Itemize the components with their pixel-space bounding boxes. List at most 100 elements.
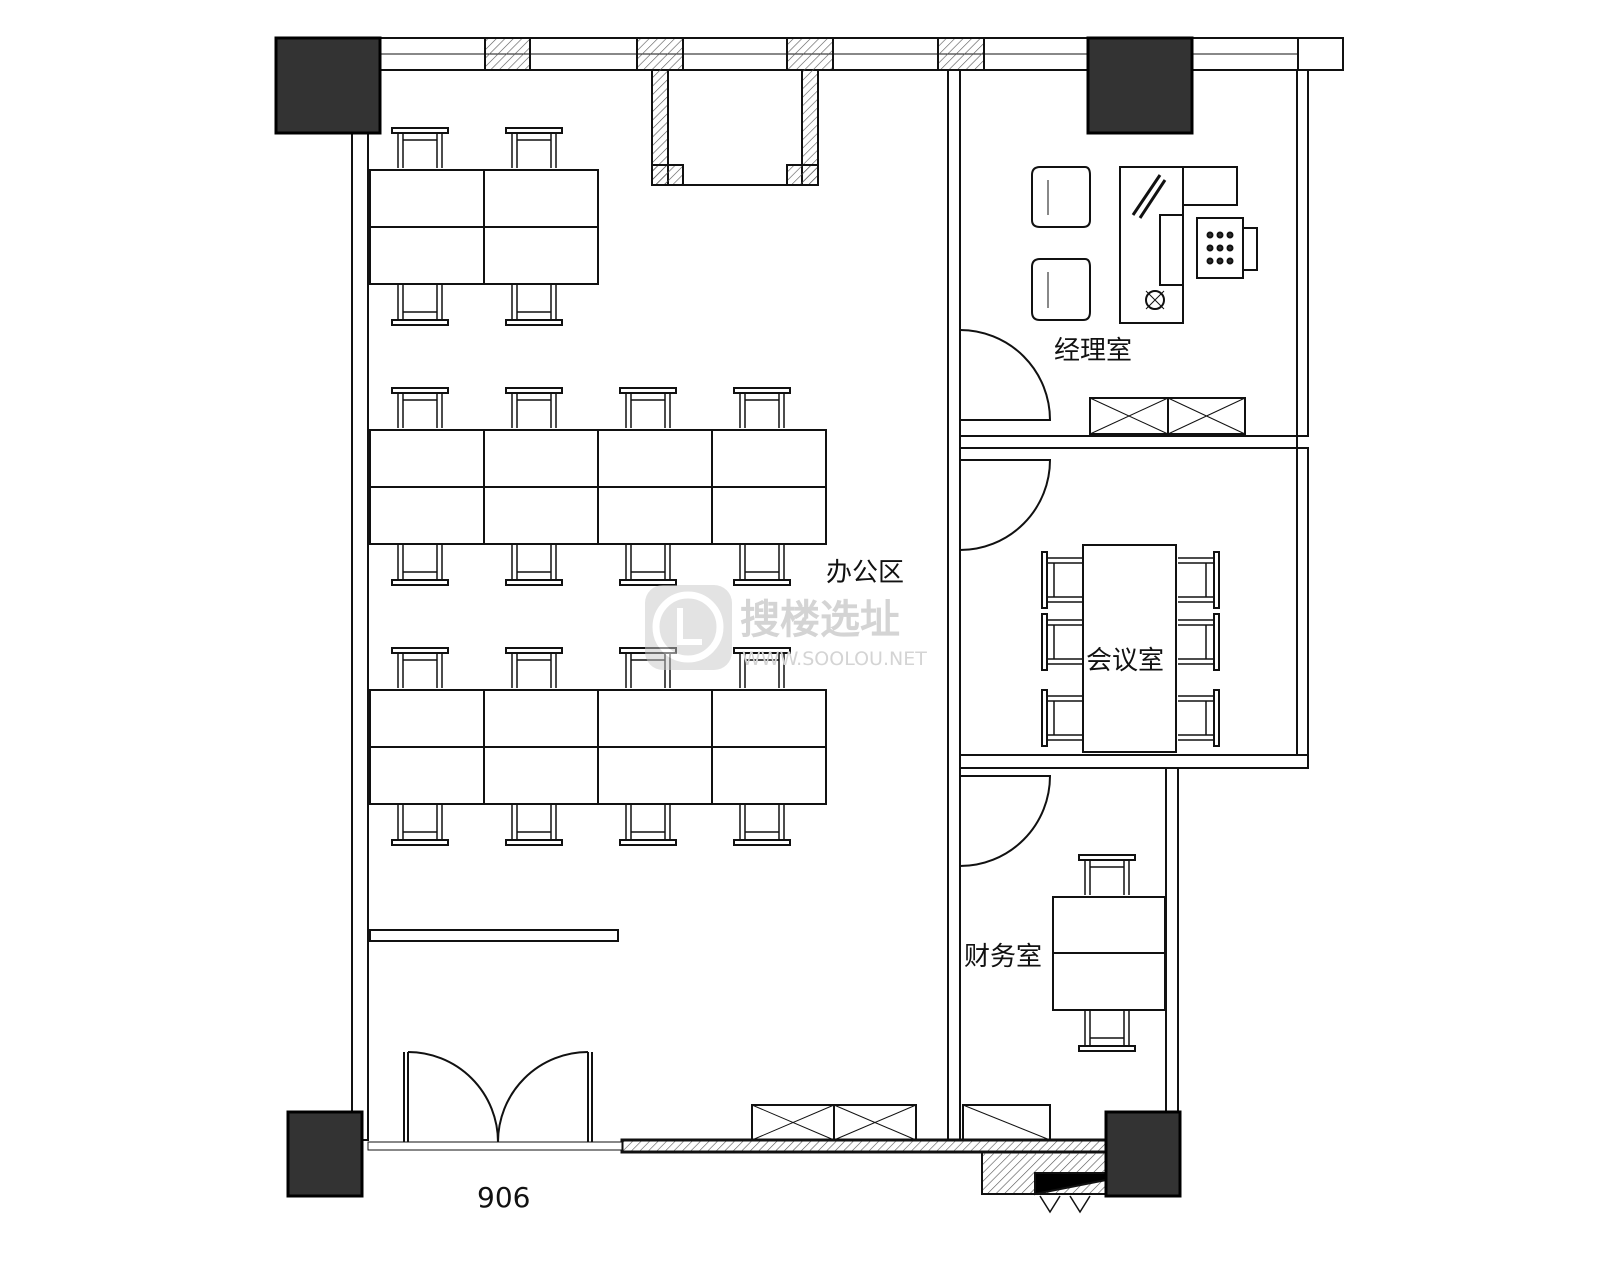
- chair: [619, 839, 677, 846]
- chair-frame: [397, 284, 443, 320]
- chair-frame: [739, 653, 785, 688]
- chair: [733, 579, 791, 586]
- desk: [369, 429, 485, 488]
- chair: [733, 387, 791, 394]
- cabinet: [751, 397, 1246, 1141]
- desk: [711, 486, 827, 545]
- door-meeting: [959, 459, 1052, 551]
- chair: [1213, 613, 1220, 671]
- desk: [369, 486, 485, 545]
- chair: [391, 387, 449, 394]
- chair-frame: [1084, 860, 1130, 895]
- pillar: [786, 37, 834, 186]
- desk: [483, 746, 599, 805]
- chair: [1078, 854, 1136, 861]
- desk: [483, 169, 599, 228]
- chair-frame: [511, 393, 557, 428]
- desk: [597, 689, 713, 748]
- pillar: [484, 37, 531, 71]
- chair-frame: [511, 544, 557, 580]
- desk: [483, 226, 599, 285]
- chair-frame: [397, 393, 443, 428]
- bottom-wall: [620, 1138, 1108, 1154]
- chair: [1041, 689, 1048, 747]
- chair: [733, 647, 791, 654]
- column: [1086, 36, 1194, 135]
- chair: [505, 839, 563, 846]
- desk: [483, 689, 599, 748]
- chair: [619, 579, 677, 586]
- chair: [505, 127, 563, 134]
- desk: [483, 429, 599, 488]
- chair: [391, 319, 449, 326]
- armchair: [1031, 166, 1091, 228]
- chair-frame: [1178, 695, 1214, 741]
- chair-frame: [397, 804, 443, 840]
- center-wall: [947, 69, 961, 1141]
- chair: [1041, 613, 1048, 671]
- chair: [391, 647, 449, 654]
- column: [286, 1110, 364, 1198]
- chair: [505, 387, 563, 394]
- chair: [1078, 1045, 1136, 1052]
- chair-frame: [1178, 557, 1214, 603]
- watermark-logo: [645, 585, 732, 670]
- chair-frame: [1047, 557, 1082, 603]
- watermark-url: WWW.SOOLOU.NET: [742, 648, 927, 670]
- room-label-manager: 经理室: [1054, 336, 1133, 366]
- chair: [733, 839, 791, 846]
- desk: [483, 486, 599, 545]
- chair: [619, 387, 677, 394]
- room-label-meeting: 会议室: [1086, 646, 1165, 676]
- desk: [711, 746, 827, 805]
- chair-frame: [739, 393, 785, 428]
- chair-frame: [739, 804, 785, 840]
- chair-frame: [511, 804, 557, 840]
- desk: [369, 689, 485, 748]
- desk: [711, 429, 827, 488]
- desk: [597, 746, 713, 805]
- meeting-table: [1082, 544, 1177, 753]
- chair: [1041, 551, 1048, 609]
- partition: [369, 929, 619, 942]
- watermark-brand: 搜楼选址: [740, 597, 900, 643]
- chair-frame: [625, 544, 671, 580]
- desk: [369, 226, 485, 285]
- desk: [369, 746, 485, 805]
- chair-frame: [511, 653, 557, 688]
- entrance-double-door: [403, 1051, 593, 1143]
- chair-frame: [511, 133, 557, 168]
- door-finance: [959, 775, 1052, 867]
- chair-frame: [1047, 695, 1082, 741]
- chair: [391, 839, 449, 846]
- unit-number: 906: [477, 1181, 531, 1214]
- chair-frame: [739, 544, 785, 580]
- chair: [391, 579, 449, 586]
- chair-frame: [511, 284, 557, 320]
- chair-frame: [1084, 1010, 1130, 1046]
- chair: [391, 127, 449, 134]
- room-label-office: 办公区: [826, 558, 905, 588]
- desk: [597, 429, 713, 488]
- chair-frame: [625, 804, 671, 840]
- chair-frame: [397, 544, 443, 580]
- column: [1104, 1110, 1182, 1198]
- chair-frame: [1047, 619, 1082, 665]
- desk: [711, 689, 827, 748]
- chair-frame: [625, 653, 671, 688]
- pillar: [937, 37, 985, 71]
- chair: [505, 319, 563, 326]
- left-wall: [351, 132, 369, 1141]
- room-label-finance: 财务室: [964, 942, 1043, 972]
- chair: [505, 579, 563, 586]
- chair-frame: [397, 133, 443, 168]
- column: [274, 36, 382, 135]
- chair-frame: [1178, 619, 1214, 665]
- chair-frame: [397, 653, 443, 688]
- desk: [369, 169, 485, 228]
- door-manager: [959, 329, 1052, 421]
- desk: [597, 486, 713, 545]
- chair-frame: [625, 393, 671, 428]
